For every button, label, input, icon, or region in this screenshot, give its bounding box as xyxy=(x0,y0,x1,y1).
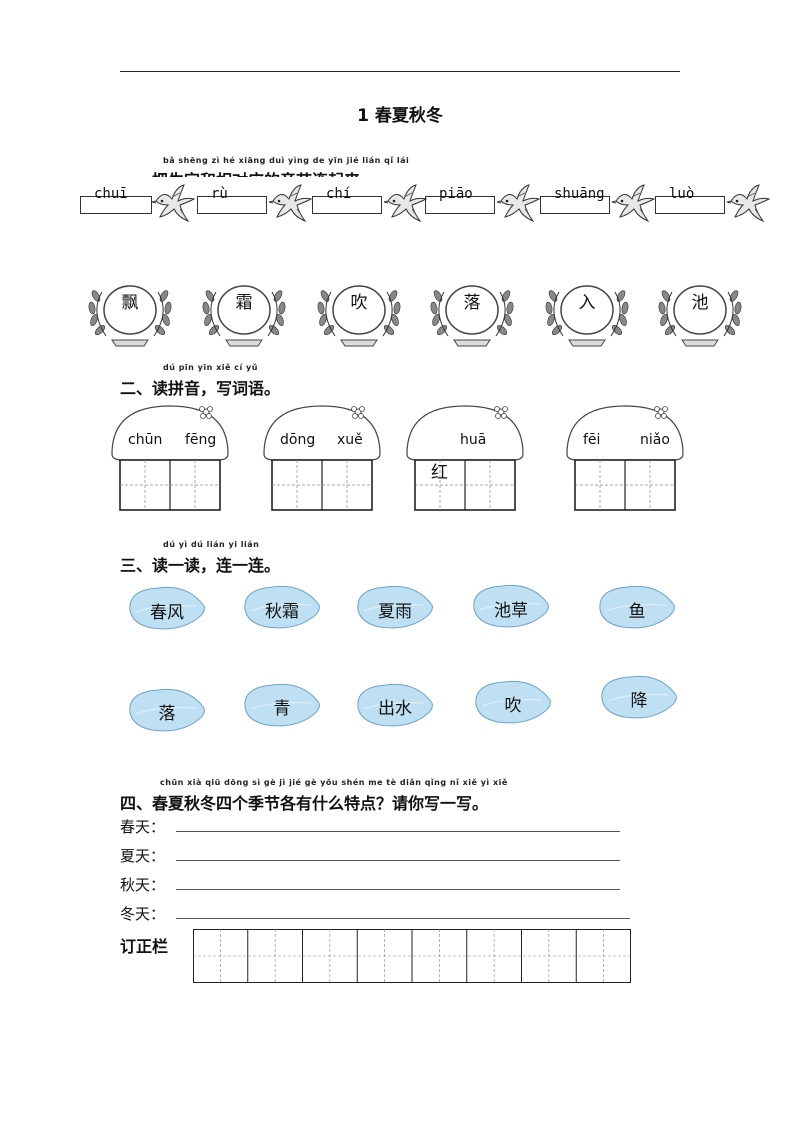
leaf-shape xyxy=(126,686,208,734)
summer-write-line[interactable] xyxy=(176,860,620,861)
syllable-text: luò xyxy=(669,186,695,202)
top-rule xyxy=(120,71,680,72)
leaf-word[interactable]: 吹 xyxy=(504,696,522,716)
hut-writing-box[interactable] xyxy=(262,402,382,512)
hut-pinyin: fēng xyxy=(185,432,217,448)
spring-label: 春天： xyxy=(120,818,166,836)
hut-pinyin: chūn xyxy=(128,432,163,448)
hut-pinyin: xuě xyxy=(337,432,363,448)
laurel-wreath-icon xyxy=(196,280,292,350)
wreath-character[interactable]: 落 xyxy=(463,293,481,313)
laurel-wreath-icon xyxy=(82,280,178,350)
syllable-box[interactable] xyxy=(80,196,152,214)
hut-pinyin: dōng xyxy=(280,432,316,448)
laurel-wreath-icon xyxy=(539,280,635,350)
syllable-text: rù xyxy=(211,186,228,202)
section1-pinyin: bǎ shēng zì hé xiāng duì yìng de yīn jié… xyxy=(163,156,410,165)
leaf-shape xyxy=(241,681,323,729)
correction-label: 订正栏 xyxy=(120,937,169,956)
section2-heading: 二、读拼音，写词语。 xyxy=(120,379,281,398)
autumn-write-line[interactable] xyxy=(176,889,620,890)
leaf-word[interactable]: 春风 xyxy=(150,603,184,623)
leaf-shape xyxy=(241,583,323,631)
syllable-box[interactable] xyxy=(312,196,382,214)
wreath-character[interactable]: 霜 xyxy=(235,293,253,313)
leaf-shape xyxy=(470,582,552,630)
hut-pinyin: fēi xyxy=(583,432,601,448)
laurel-wreath-icon xyxy=(424,280,520,350)
wreath-character[interactable]: 飘 xyxy=(121,293,139,313)
leaf-word[interactable]: 鱼 xyxy=(628,602,646,622)
bird-icon xyxy=(267,183,313,225)
syllable-text: piāo xyxy=(439,186,473,202)
laurel-wreath-icon xyxy=(652,280,748,350)
page-title: 1 春夏秋冬 xyxy=(357,106,443,126)
syllable-text: shuāng xyxy=(554,186,605,202)
section3-pinyin: dú yì dú lián yi lián xyxy=(163,540,260,549)
leaf-word[interactable]: 青 xyxy=(273,699,291,719)
bird-icon xyxy=(382,183,428,225)
hut-writing-box[interactable] xyxy=(110,402,230,512)
section4-heading: 四、春夏秋冬四个季节各有什么特点？请你写一写。 xyxy=(120,794,489,813)
correction-grid[interactable] xyxy=(193,929,631,983)
section3-heading: 三、读一读，连一连。 xyxy=(120,556,281,575)
syllable-box[interactable] xyxy=(540,196,610,214)
leaf-word[interactable]: 池草 xyxy=(494,601,528,621)
bird-icon xyxy=(495,183,541,225)
bird-icon xyxy=(725,183,771,225)
bird-icon xyxy=(150,183,196,225)
syllable-text: chí xyxy=(326,186,352,202)
wreath-character[interactable]: 入 xyxy=(578,293,596,313)
syllable-box[interactable] xyxy=(197,196,267,214)
hut-writing-box[interactable] xyxy=(565,402,685,512)
spring-write-line[interactable] xyxy=(176,831,620,832)
winter-write-line[interactable] xyxy=(176,918,630,919)
hut-writing-box[interactable] xyxy=(405,402,525,512)
leaf-shape xyxy=(596,583,678,631)
section4-pinyin: chūn xià qiū dōng sì gè jì jié gè yǒu sh… xyxy=(160,778,508,787)
winter-label: 冬天： xyxy=(120,905,166,923)
section2-pinyin: dú pīn yīn xiě cí yǔ xyxy=(163,363,258,372)
wreath-character[interactable]: 吹 xyxy=(350,293,368,313)
leaf-word[interactable]: 降 xyxy=(630,691,648,711)
syllable-box[interactable] xyxy=(425,196,495,214)
leaf-shape xyxy=(126,584,208,632)
syllable-box[interactable] xyxy=(655,196,725,214)
leaf-word[interactable]: 秋霜 xyxy=(265,602,299,622)
hut-pinyin: niǎo xyxy=(640,432,670,448)
summer-label: 夏天： xyxy=(120,847,166,865)
leaf-shape xyxy=(354,583,436,631)
leaf-word[interactable]: 夏雨 xyxy=(378,602,412,622)
syllable-text: chuī xyxy=(94,186,128,202)
leaf-word[interactable]: 落 xyxy=(158,704,176,724)
leaf-shape xyxy=(472,678,554,726)
bird-icon xyxy=(610,183,656,225)
section1-heading: 一、把生字和相对应的音节连起来 xyxy=(120,167,360,177)
leaf-shape xyxy=(354,681,436,729)
leaf-shape xyxy=(598,673,680,721)
leaf-word[interactable]: 出水 xyxy=(378,699,412,719)
hut-character: 红 xyxy=(431,463,448,483)
autumn-label: 秋天： xyxy=(120,876,166,894)
wreath-character[interactable]: 池 xyxy=(691,293,709,313)
hut-pinyin: huā xyxy=(460,432,487,448)
laurel-wreath-icon xyxy=(311,280,407,350)
